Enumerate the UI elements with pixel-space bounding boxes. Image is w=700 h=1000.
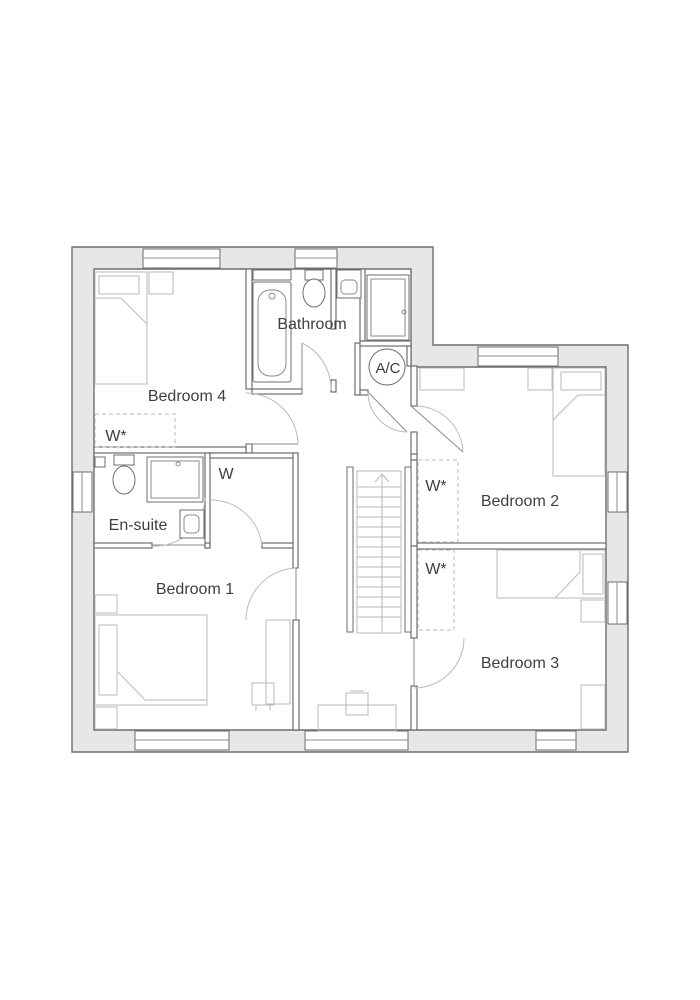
wardrobe-outline-bedroom-3: [417, 549, 455, 631]
label-airing-cupboard: A/C: [375, 360, 400, 377]
label-wardrobe-bedroom-3: W*: [425, 561, 446, 578]
shower-en-suite: [146, 456, 204, 503]
wardrobe-outline-bedroom-2: [417, 459, 459, 543]
label-wardrobe-bedroom-1: W: [218, 466, 234, 483]
label-en-suite: En-suite: [109, 517, 168, 534]
label-bedroom-1: Bedroom 1: [156, 581, 234, 598]
bathroom-fixtures: [252, 269, 410, 386]
wc-en-suite: [113, 454, 135, 466]
outer-walls: [71, 246, 629, 753]
landing-desk: [317, 704, 397, 732]
label-wardrobe-bedroom-2: W*: [425, 478, 446, 495]
staircase: [346, 466, 412, 634]
label-bedroom-2: Bedroom 2: [481, 493, 559, 510]
room-labels: Bedroom 4 Bathroom A/C Bedroom 2 En-suit…: [105, 316, 559, 672]
windows: [72, 248, 628, 751]
label-bathroom: Bathroom: [277, 316, 346, 333]
label-bedroom-4: Bedroom 4: [148, 388, 226, 405]
label-bedroom-3: Bedroom 3: [481, 655, 559, 672]
bath: [252, 281, 292, 383]
ensuite-fixtures: [94, 454, 205, 539]
furniture: [94, 271, 606, 732]
ac-cylinder: [368, 348, 406, 386]
shower-bathroom: [366, 274, 410, 341]
label-wardrobe-bedroom-4: W*: [105, 428, 126, 445]
